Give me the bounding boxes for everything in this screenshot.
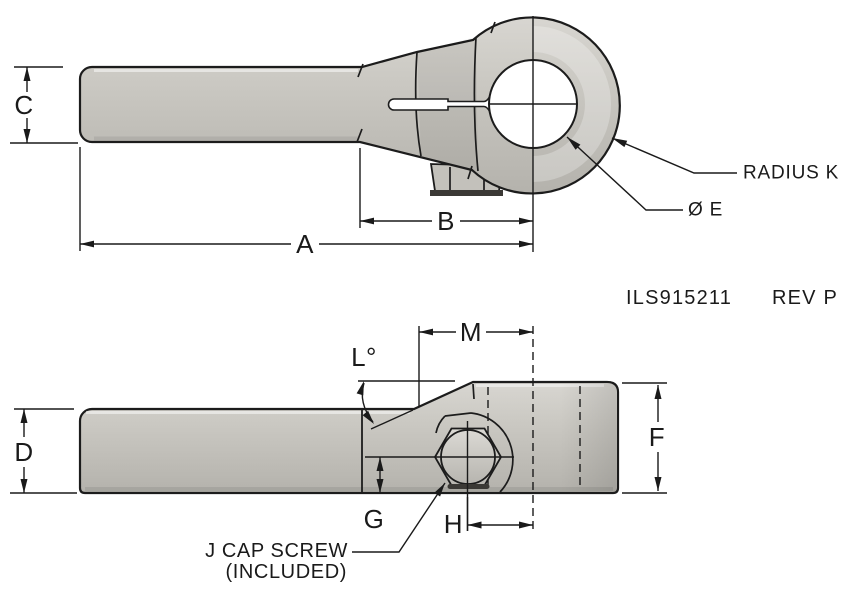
cap-screw-label-line2: (INCLUDED) xyxy=(225,561,347,583)
radius-k-label: RADIUS K xyxy=(743,163,839,184)
dimension-b: B xyxy=(359,148,533,236)
dim-label-h: H xyxy=(444,509,463,539)
dimension-d: D xyxy=(10,408,77,494)
dim-label-l: L° xyxy=(351,342,377,372)
dimension-h: H xyxy=(444,497,533,539)
dimension-g: G xyxy=(364,457,385,534)
rod-end-body-side xyxy=(78,380,620,495)
drawing-number: ILS915211 xyxy=(626,287,732,309)
leader-diameter-e: Ø E xyxy=(566,136,723,221)
callout-cap-screw: J CAP SCREW (INCLUDED) xyxy=(205,482,446,583)
dimension-m: M xyxy=(418,317,533,407)
nut-washer xyxy=(430,190,503,196)
dimension-l-angle: L° xyxy=(351,342,455,430)
dimension-f: F xyxy=(622,382,667,494)
dim-label-m: M xyxy=(460,317,482,347)
dim-label-d: D xyxy=(14,437,33,467)
rod-end-body xyxy=(78,16,621,195)
dim-label-g: G xyxy=(364,504,385,534)
clamp-slot xyxy=(387,95,491,113)
dim-label-b: B xyxy=(437,206,455,236)
top-view: C A B RADIUS K xyxy=(10,16,839,259)
leader-radius-k: RADIUS K xyxy=(611,137,839,184)
diameter-e-label: Ø E xyxy=(688,200,723,221)
screw-boss xyxy=(435,412,514,493)
bottom-view: L° D M F xyxy=(10,317,667,583)
cap-screw-label-line1: J CAP SCREW xyxy=(205,540,348,562)
revision-label: REV P xyxy=(772,287,838,309)
dim-label-f: F xyxy=(649,422,665,452)
dimension-a: A xyxy=(79,147,533,259)
dim-label-c: C xyxy=(14,90,33,120)
dim-label-a: A xyxy=(296,229,314,259)
dimension-c: C xyxy=(10,66,78,144)
